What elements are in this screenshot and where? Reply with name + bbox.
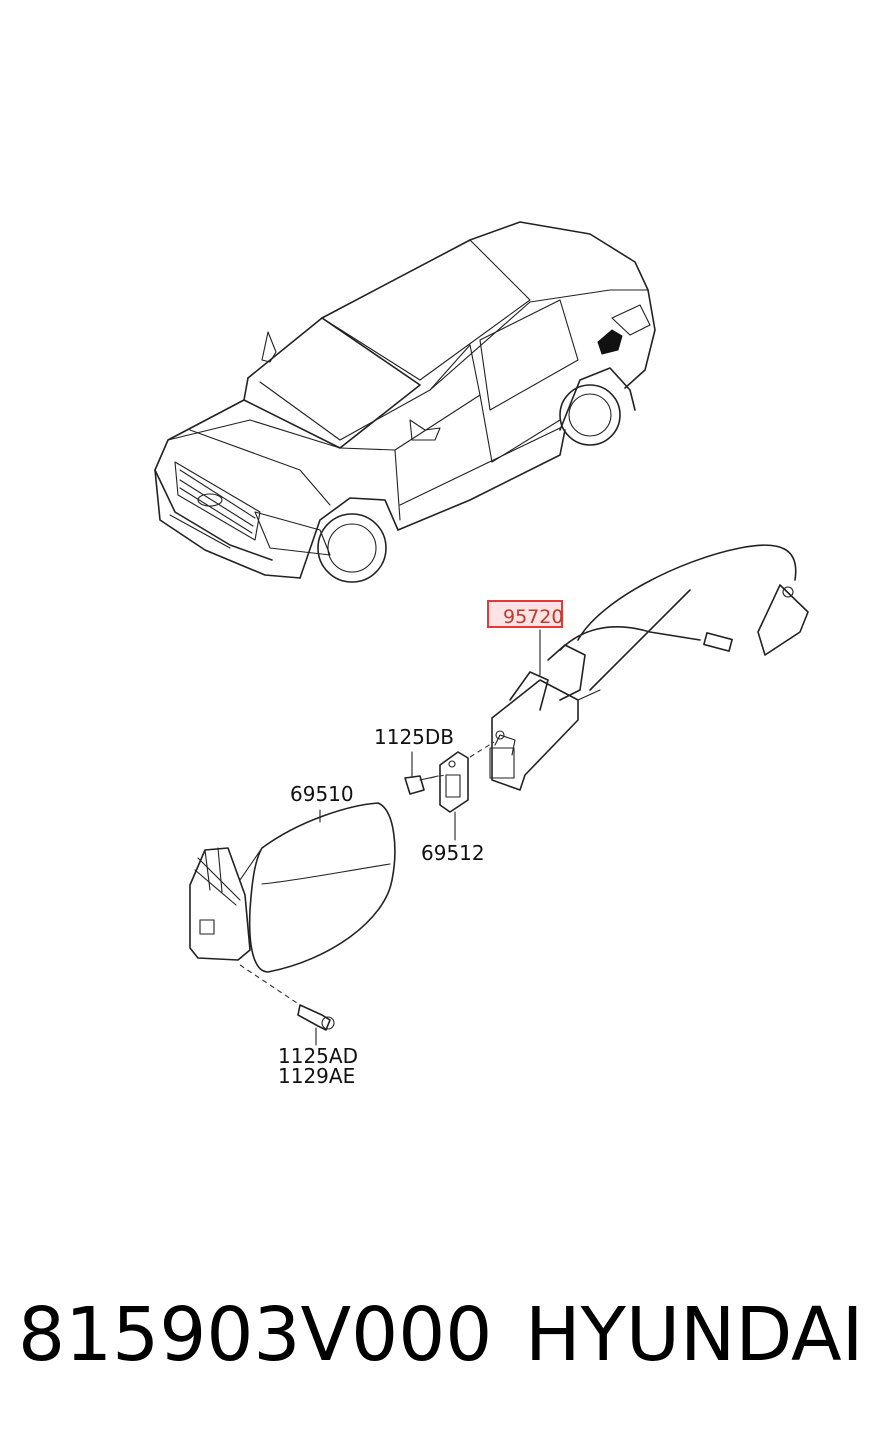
- brand-caption: HYUNDAI: [525, 1292, 864, 1378]
- label-69510: 69510: [290, 782, 354, 806]
- label-1125ad: 1125AD: [278, 1044, 358, 1068]
- dash-bracket-actuator: [469, 741, 495, 758]
- label-1125db: 1125DB: [374, 725, 454, 749]
- label-1129ae: 1129AE: [278, 1064, 355, 1088]
- part-number-caption: 815903V000: [18, 1292, 493, 1378]
- fuel-door-69510: [189, 802, 396, 973]
- bracket-69512: [439, 751, 469, 813]
- screw-1125db: [404, 775, 439, 795]
- dash-screw-bracket: [429, 774, 446, 779]
- release-cable: [559, 544, 809, 691]
- label-69512: 69512: [421, 841, 485, 865]
- car-illustration: [154, 221, 656, 583]
- label-95720: 95720: [503, 606, 563, 628]
- actuator-95720: [489, 644, 601, 791]
- dash-housing-screw: [239, 964, 301, 1006]
- screw-1125ad: [297, 1004, 335, 1031]
- part-highlight-box: [487, 600, 563, 628]
